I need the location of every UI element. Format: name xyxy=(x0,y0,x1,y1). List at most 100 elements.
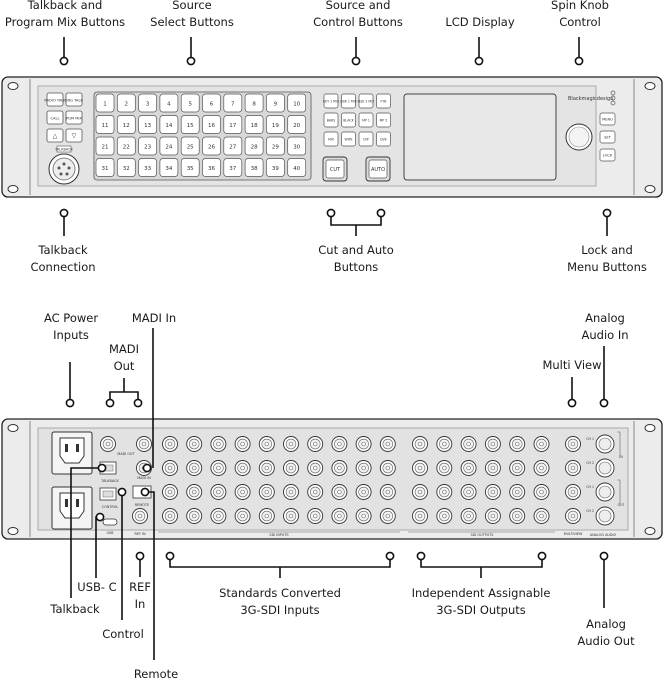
label-analog-audio-out-line: Analog xyxy=(586,617,626,631)
label-analog-audio-in-line: Audio In xyxy=(581,328,629,342)
label-multi-view: Multi View xyxy=(542,357,601,374)
label-control: Control xyxy=(102,626,144,643)
bnc-center xyxy=(385,489,390,495)
bnc-center xyxy=(361,465,366,471)
rack-hole xyxy=(644,527,656,535)
source-control-button-label: DVE xyxy=(380,138,387,142)
ac-power-dot xyxy=(65,398,75,408)
lcd-callout-dot xyxy=(474,56,484,66)
source-select-button-label: 12 xyxy=(123,123,130,129)
bnc-center xyxy=(442,489,447,495)
label-sdi-inputs-line: Standards Converted xyxy=(219,586,341,600)
rack-hole xyxy=(7,424,19,432)
ac-pin xyxy=(76,499,79,507)
source-select-button xyxy=(244,93,264,113)
source-select-button-label: 13 xyxy=(144,123,151,129)
bnc-center xyxy=(515,441,520,447)
source-select-button-label: 22 xyxy=(123,145,130,151)
rack-hole xyxy=(7,527,19,535)
menu-button xyxy=(599,112,616,126)
auto-button-label: AUTO xyxy=(371,167,385,173)
source-control-button-label: BARS xyxy=(327,119,336,123)
bnc-center xyxy=(192,489,197,495)
ac-pin xyxy=(76,444,79,452)
source-control-button xyxy=(323,112,339,128)
analog-audio-text: ANALOG AUDIO xyxy=(590,533,617,537)
label-talkback-connection-line: Connection xyxy=(30,260,96,274)
bnc-center xyxy=(313,489,318,495)
bnc-center xyxy=(442,513,447,519)
bnc-center xyxy=(313,441,318,447)
source-select-button-label: 23 xyxy=(144,145,151,151)
source-select-button xyxy=(159,158,179,177)
source-select-button-label: 32 xyxy=(123,166,130,172)
label-multi-view-line: Multi View xyxy=(542,358,602,372)
spin-knob-callout-dot xyxy=(574,56,584,66)
source-select-button xyxy=(138,93,157,113)
source-select-button-label: 9 xyxy=(274,102,278,108)
control-port-jack xyxy=(102,490,114,498)
left-control-button-label: PGM MIX xyxy=(66,117,82,121)
bnc-center xyxy=(167,489,173,495)
bnc-center xyxy=(167,441,173,447)
source-select-button-label: 2 xyxy=(125,102,129,108)
label-madi-in: MADI In xyxy=(132,310,176,327)
source-select-button-label: 35 xyxy=(187,166,194,172)
control-dot xyxy=(117,487,127,497)
xlr-pin xyxy=(57,166,61,170)
source-select-button-label: 5 xyxy=(188,102,192,108)
source-select-button xyxy=(223,158,243,177)
status-led xyxy=(610,95,616,101)
label-sdi-inputs-line: 3G-SDI Inputs xyxy=(240,603,320,617)
ac-pin xyxy=(65,444,68,452)
bnc-center xyxy=(361,513,366,519)
talkback-program-callout-dot xyxy=(59,56,69,66)
multiview-dot xyxy=(567,398,577,408)
status-led xyxy=(610,90,616,96)
source-select-button xyxy=(223,115,243,134)
bnc-center xyxy=(240,513,245,519)
bnc-center xyxy=(466,489,471,495)
source-select-button xyxy=(244,136,264,156)
left-control-button-label: RADIO TALK xyxy=(44,99,66,103)
analog-bracket xyxy=(617,431,621,504)
source-select-button xyxy=(138,136,157,156)
source-select-button xyxy=(244,158,264,177)
label-talkback-program-line: Talkback and xyxy=(27,0,103,12)
analog-out-dot xyxy=(599,551,609,561)
cut-auto-bracket xyxy=(330,213,382,226)
lock-menu-dot xyxy=(602,208,612,218)
talkback-port-text: TALKBACK xyxy=(100,479,119,483)
source-select-button xyxy=(116,93,136,113)
usb-c-dot xyxy=(95,512,105,522)
auto-button xyxy=(368,159,388,179)
bnc-center xyxy=(385,465,390,471)
source-select-button xyxy=(266,93,285,113)
sdi-out-dot2 xyxy=(537,551,547,561)
label-ref-in-line: In xyxy=(134,597,146,611)
bnc-center xyxy=(570,513,576,519)
menu-button-label: MENU xyxy=(602,118,613,122)
bnc-center xyxy=(539,489,544,495)
label-talkback-program-line: Program Mix Buttons xyxy=(4,15,126,29)
source-select-button-label: 26 xyxy=(208,145,215,151)
bnc-center xyxy=(490,465,496,471)
madi-out-dot2 xyxy=(133,398,143,408)
bnc-center xyxy=(313,513,318,519)
source-select-button xyxy=(180,115,200,134)
source-select-button-label: 7 xyxy=(231,102,235,108)
label-cut-auto-line: Cut and Auto xyxy=(318,243,394,257)
bnc-center xyxy=(515,513,520,519)
analog-xlr-inner xyxy=(598,509,612,523)
source-select-button xyxy=(138,115,157,134)
source-select-callout-dot xyxy=(186,56,196,66)
bnc-center xyxy=(539,513,544,519)
